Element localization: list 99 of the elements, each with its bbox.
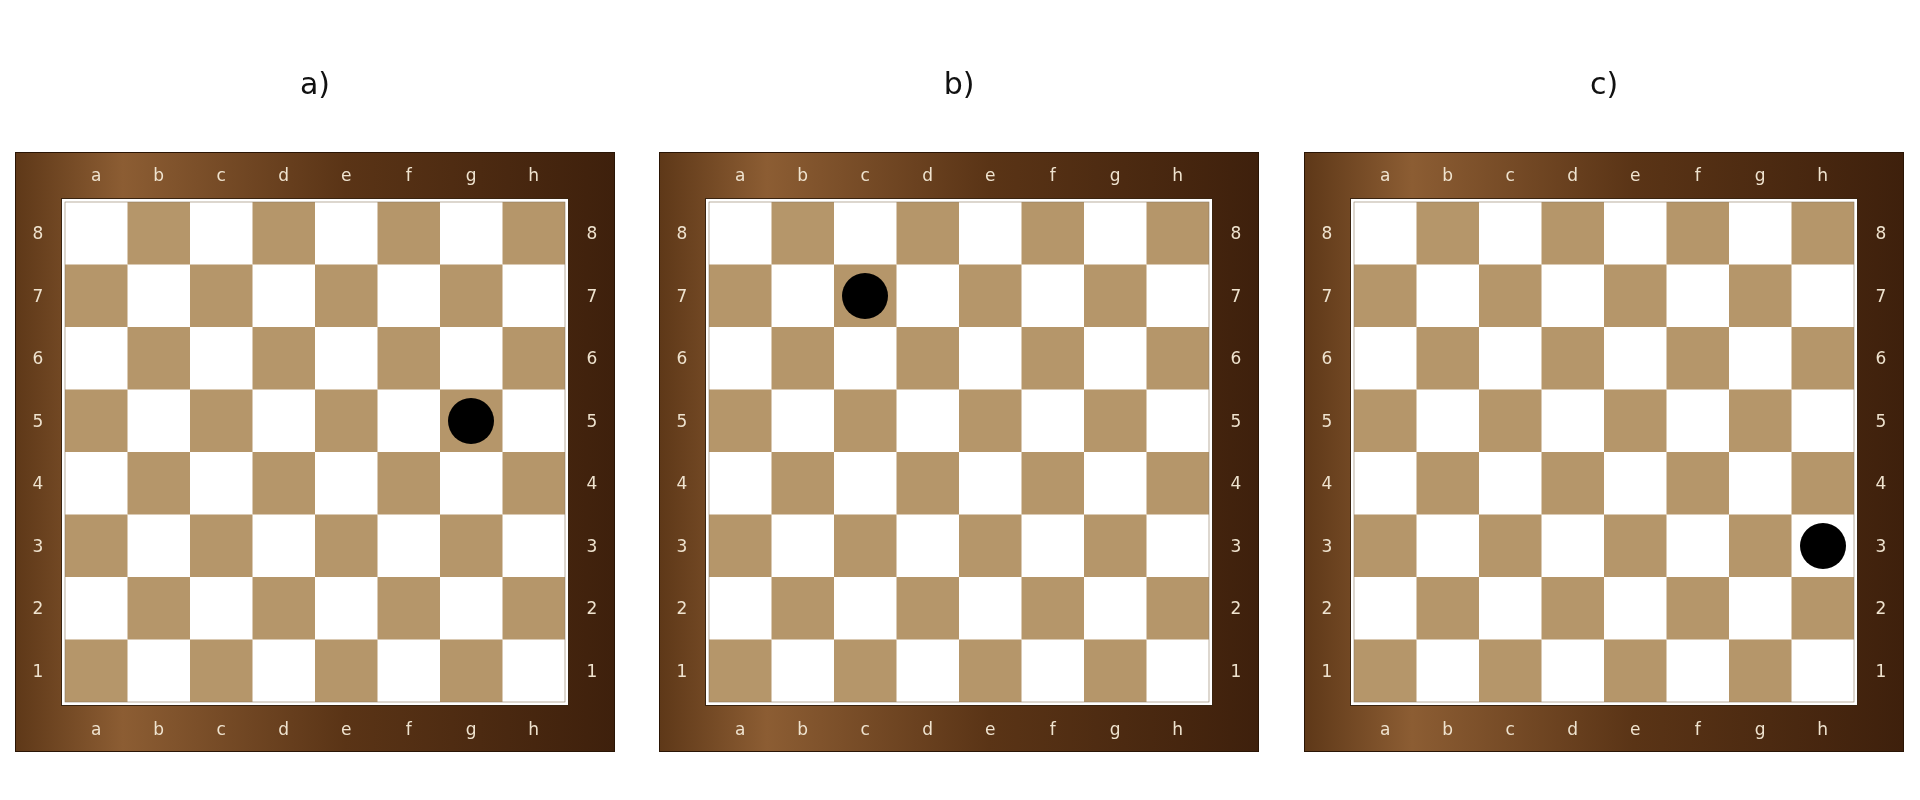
file-letter: c	[860, 720, 870, 738]
rank-number: 2	[676, 599, 688, 617]
file-letter: e	[985, 166, 996, 184]
rank-number: 4	[1875, 474, 1887, 492]
rank-number: 7	[1321, 287, 1333, 305]
rank-number: 7	[32, 287, 44, 305]
rank-number: 6	[1875, 349, 1887, 367]
rank-number: 1	[1875, 662, 1887, 680]
file-letter: d	[922, 166, 934, 184]
file-letter: d	[1567, 720, 1579, 738]
file-letter: a	[91, 720, 102, 738]
rank-number: 4	[586, 474, 598, 492]
rank-number: 6	[676, 349, 688, 367]
rank-number: 3	[586, 537, 598, 555]
rank-number: 4	[1230, 474, 1242, 492]
rank-number: 8	[32, 224, 44, 242]
file-letter: b	[153, 166, 165, 184]
file-letter: g	[1754, 720, 1766, 738]
file-letter: g	[465, 166, 477, 184]
rank-number: 8	[1230, 224, 1242, 242]
rank-number: 3	[676, 537, 688, 555]
file-letter: c	[860, 166, 870, 184]
panel-label: a)	[299, 66, 331, 101]
file-letter: d	[278, 166, 290, 184]
file-letter: b	[797, 166, 809, 184]
rank-number: 5	[1230, 412, 1242, 430]
rank-number: 1	[1230, 662, 1242, 680]
file-letter: b	[153, 720, 165, 738]
file-letter: h	[1172, 166, 1184, 184]
file-letter: a	[735, 166, 746, 184]
rank-number: 2	[586, 599, 598, 617]
rank-number: 2	[1230, 599, 1242, 617]
rank-number: 4	[676, 474, 688, 492]
file-letter: h	[1172, 720, 1184, 738]
file-letter: c	[216, 720, 226, 738]
rank-number: 6	[586, 349, 598, 367]
rank-number: 8	[586, 224, 598, 242]
rank-number: 3	[32, 537, 44, 555]
file-letter: f	[1694, 166, 1701, 184]
rank-number: 5	[586, 412, 598, 430]
rank-number: 3	[1321, 537, 1333, 555]
file-letter: g	[1109, 720, 1121, 738]
rank-number: 4	[32, 474, 44, 492]
panel-label: b)	[943, 66, 975, 101]
rank-number: 3	[1875, 537, 1887, 555]
file-letter: h	[528, 166, 540, 184]
rank-number: 5	[1321, 412, 1333, 430]
file-letter: c	[216, 166, 226, 184]
rank-number: 6	[1230, 349, 1242, 367]
file-letter: h	[1817, 166, 1829, 184]
file-letter: h	[1817, 720, 1829, 738]
rank-number: 6	[32, 349, 44, 367]
file-letter: a	[91, 166, 102, 184]
file-letter: e	[985, 720, 996, 738]
file-letter: f	[1049, 166, 1056, 184]
file-letter: d	[1567, 166, 1579, 184]
rank-number: 5	[32, 412, 44, 430]
file-letter: b	[1442, 720, 1454, 738]
file-letter: f	[1049, 720, 1056, 738]
rank-number: 1	[1321, 662, 1333, 680]
rank-number: 6	[1321, 349, 1333, 367]
rank-number: 7	[676, 287, 688, 305]
rank-number: 8	[1875, 224, 1887, 242]
rank-number: 1	[676, 662, 688, 680]
file-letter: e	[341, 166, 352, 184]
file-letter: b	[1442, 166, 1454, 184]
file-letter: e	[1630, 166, 1641, 184]
file-letter: b	[797, 720, 809, 738]
panel-label: c)	[1589, 66, 1619, 101]
rank-number: 1	[586, 662, 598, 680]
file-letter: e	[341, 720, 352, 738]
file-letter: e	[1630, 720, 1641, 738]
rank-number: 7	[586, 287, 598, 305]
rank-number: 2	[1875, 599, 1887, 617]
rank-number: 5	[1875, 412, 1887, 430]
rank-number: 2	[32, 599, 44, 617]
rank-number: 8	[1321, 224, 1333, 242]
rank-number: 3	[1230, 537, 1242, 555]
rank-number: 7	[1875, 287, 1887, 305]
rank-number: 2	[1321, 599, 1333, 617]
file-letter: g	[1109, 166, 1121, 184]
file-letter: c	[1505, 166, 1515, 184]
file-letter: d	[278, 720, 290, 738]
file-letter: g	[465, 720, 477, 738]
rank-number: 1	[32, 662, 44, 680]
file-letter: d	[922, 720, 934, 738]
file-letter: h	[528, 720, 540, 738]
file-letter: g	[1754, 166, 1766, 184]
file-letter: f	[1694, 720, 1701, 738]
file-letter: f	[405, 166, 412, 184]
file-letter: a	[1380, 720, 1391, 738]
file-letter: a	[735, 720, 746, 738]
rank-number: 7	[1230, 287, 1242, 305]
file-letter: c	[1505, 720, 1515, 738]
file-letter: f	[405, 720, 412, 738]
file-letter: a	[1380, 166, 1391, 184]
rank-number: 4	[1321, 474, 1333, 492]
rank-number: 5	[676, 412, 688, 430]
rank-number: 8	[676, 224, 688, 242]
